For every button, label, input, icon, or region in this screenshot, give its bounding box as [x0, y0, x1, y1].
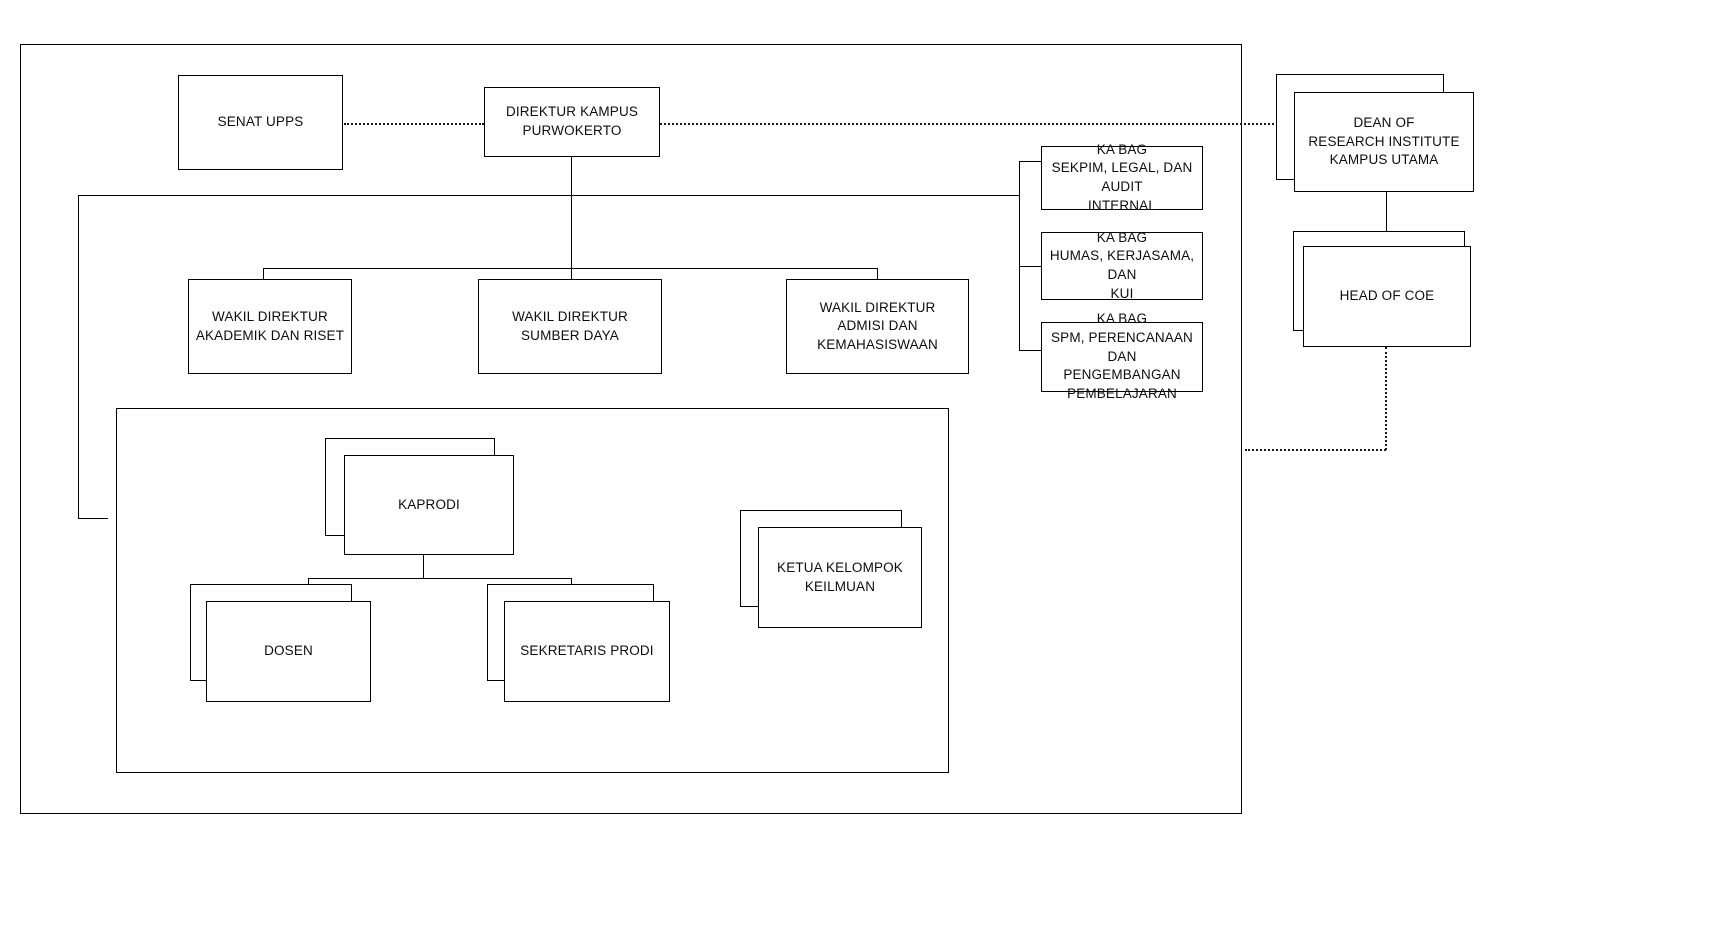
- node-sekretaris-prodi[interactable]: SEKRETARIS PRODI: [504, 601, 670, 702]
- academic-routing-stub: [78, 518, 108, 519]
- node-head-of-coe-label: HEAD OF COE: [1339, 288, 1435, 304]
- kaprodi-trunk-edge: [423, 555, 424, 578]
- node-kabag-humas-label: KA BAG HUMAS, KERJASAMA, DAN KUI: [1049, 229, 1195, 301]
- node-sekretaris-prodi-label: SEKRETARIS PRODI: [520, 643, 654, 659]
- node-direktur-kampus-label: DIREKTUR KAMPUS PURWOKERTO: [505, 104, 639, 138]
- coe-dotted-drop-edge: [1385, 347, 1387, 450]
- wakil-sumberdaya-drop-edge: [571, 268, 572, 279]
- coe-dotted-return-edge: [1245, 449, 1386, 451]
- wakil-admisi-drop-edge: [877, 268, 878, 279]
- node-kaprodi[interactable]: KAPRODI: [344, 455, 514, 555]
- academic-routing-bracket: [78, 195, 1008, 518]
- wakil-akademik-drop-edge: [263, 268, 264, 279]
- node-senat-upps-label: SENAT UPPS: [217, 114, 304, 130]
- direktur-dean-dotted-edge: [660, 123, 1294, 125]
- node-ketua-kelompok-keilmuan[interactable]: KETUA KELOMPOK KEILMUAN: [758, 527, 922, 628]
- node-direktur-kampus[interactable]: DIREKTUR KAMPUS PURWOKERTO: [484, 87, 660, 157]
- node-kabag-spm[interactable]: KA BAG SPM, PERENCANAAN DAN PENGEMBANGAN…: [1041, 311, 1203, 401]
- node-kaprodi-label: KAPRODI: [398, 496, 460, 512]
- node-senat-upps[interactable]: SENAT UPPS: [178, 75, 343, 170]
- campus-boundary-container: [20, 44, 1242, 814]
- node-wakil-direktur-admisi-label: WAKIL DIREKTUR ADMISI DAN KEMAHASISWAAN: [817, 299, 938, 352]
- kabag-humas-connector-edge: [1019, 266, 1041, 267]
- node-wakil-direktur-akademik-label: WAKIL DIREKTUR AKADEMIK DAN RISET: [195, 308, 345, 343]
- node-ketua-kelompok-keilmuan-label: KETUA KELOMPOK KEILMUAN: [777, 559, 903, 594]
- node-wakil-direktur-sumber-daya[interactable]: WAKIL DIREKTUR SUMBER DAYA: [478, 279, 662, 374]
- node-dean-research-institute[interactable]: DEAN OF RESEARCH INSTITUTE KAMPUS UTAMA: [1294, 92, 1474, 192]
- dean-to-coe-edge: [1386, 192, 1387, 258]
- kaprodi-children-bus-edge: [308, 578, 571, 579]
- senat-direktur-dotted-edge: [344, 123, 484, 125]
- kabag-spine-entry-edge: [877, 195, 1019, 196]
- node-wakil-direktur-sumber-daya-label: WAKIL DIREKTUR SUMBER DAYA: [512, 308, 628, 343]
- direktur-trunk-edge: [571, 157, 572, 269]
- kabag-spine-vertical-edge: [1019, 161, 1020, 350]
- node-wakil-direktur-admisi[interactable]: WAKIL DIREKTUR ADMISI DAN KEMAHASISWAAN: [786, 279, 969, 374]
- node-dosen[interactable]: DOSEN: [206, 601, 371, 702]
- wakil-direktur-bus-edge: [263, 268, 877, 269]
- node-kabag-spm-label: KA BAG SPM, PERENCANAAN DAN PENGEMBANGAN…: [1051, 311, 1193, 401]
- node-wakil-direktur-akademik[interactable]: WAKIL DIREKTUR AKADEMIK DAN RISET: [188, 279, 352, 374]
- node-kabag-sekpim[interactable]: KA BAG SEKPIM, LEGAL, DAN AUDIT INTERNAL: [1041, 142, 1203, 213]
- kabag-sekpim-connector-edge: [1019, 161, 1041, 162]
- node-kabag-humas[interactable]: KA BAG HUMAS, KERJASAMA, DAN KUI: [1041, 230, 1203, 301]
- node-kabag-sekpim-label: KA BAG SEKPIM, LEGAL, DAN AUDIT INTERNAL: [1051, 141, 1193, 213]
- prodi-group-container: [116, 408, 949, 773]
- kabag-spm-connector-edge: [1019, 350, 1041, 351]
- node-dean-research-institute-label: DEAN OF RESEARCH INSTITUTE KAMPUS UTAMA: [1308, 115, 1460, 168]
- node-dosen-label: DOSEN: [264, 643, 313, 659]
- node-head-of-coe[interactable]: HEAD OF COE: [1303, 246, 1471, 347]
